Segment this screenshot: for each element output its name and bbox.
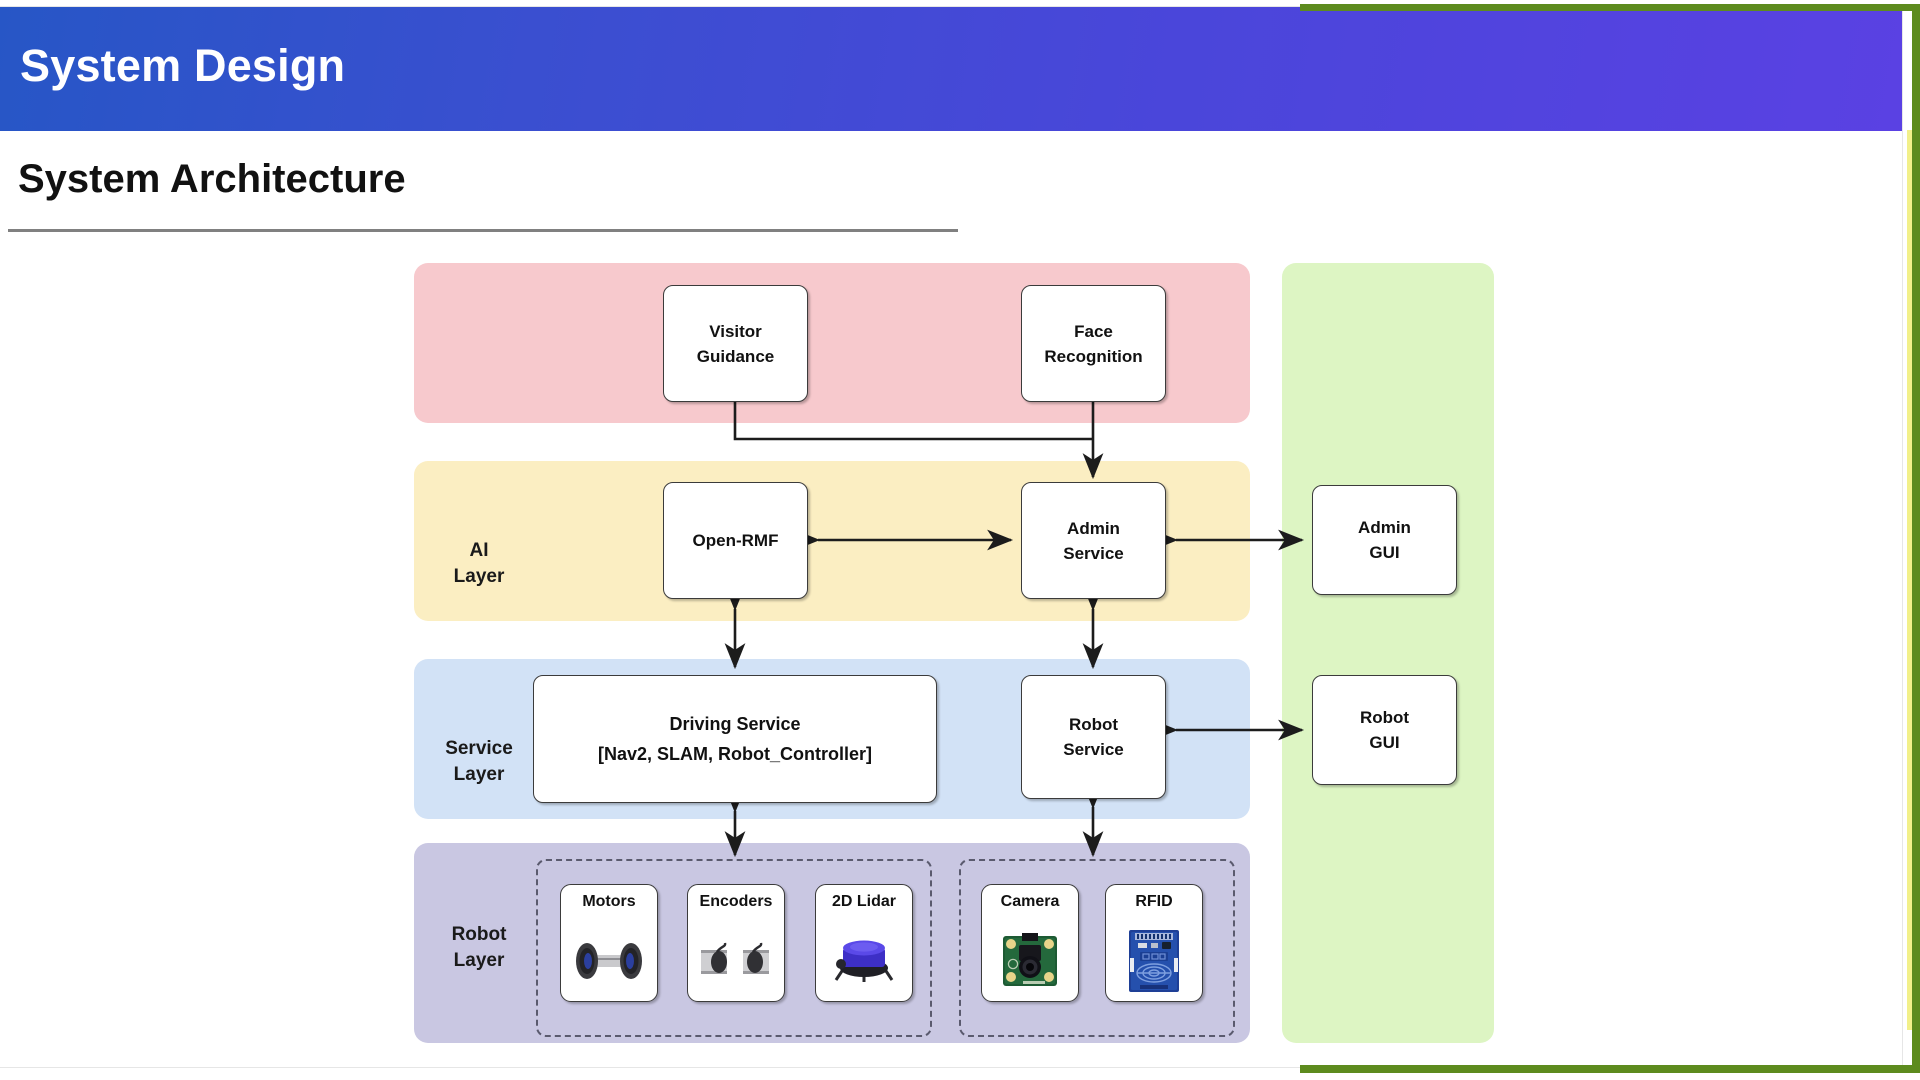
node-robot-service[interactable]: Robot Service bbox=[1021, 675, 1166, 799]
section-title: System Architecture bbox=[18, 157, 406, 201]
node-open-rmf[interactable]: Open-RMF bbox=[663, 482, 808, 599]
layer-label-service: Service Layer bbox=[445, 738, 513, 785]
io-device-motors[interactable]: Motors bbox=[560, 884, 658, 1002]
node-robot-gui[interactable]: Robot GUI bbox=[1312, 675, 1457, 785]
frame-edge-accent bbox=[1907, 130, 1912, 1030]
layer-band-ui bbox=[1282, 263, 1494, 1043]
frame-edge-top bbox=[1300, 4, 1920, 11]
io-device-label: Encoders bbox=[699, 893, 773, 910]
io-group-drive bbox=[536, 859, 932, 1037]
layer-label-robot: Robot Layer bbox=[451, 924, 507, 971]
io-device-camera[interactable]: Camera bbox=[981, 884, 1079, 1002]
node-visitor-guidance[interactable]: Visitor Guidance bbox=[663, 285, 808, 402]
section-divider bbox=[8, 229, 958, 232]
io-device-label: 2D Lidar bbox=[831, 893, 896, 910]
frame-edge-right bbox=[1912, 4, 1920, 1066]
node-face-recognition[interactable]: Face Recognition bbox=[1021, 285, 1166, 402]
io-group-sensor bbox=[959, 859, 1235, 1037]
layer-label-ai: AI Layer bbox=[453, 540, 505, 587]
node-driving-service[interactable]: Driving Service [Nav2, SLAM, Robot_Contr… bbox=[533, 675, 937, 803]
io-device-label: RFID bbox=[1135, 893, 1173, 910]
lidar-icon bbox=[816, 923, 912, 999]
node-admin-service[interactable]: Admin Service bbox=[1021, 482, 1166, 599]
architecture-diagram: AI Layer Service Layer Robot Layer I/O L… bbox=[0, 243, 1902, 1063]
node-admin-gui[interactable]: Admin GUI bbox=[1312, 485, 1457, 595]
io-device-label: Camera bbox=[1000, 893, 1060, 910]
io-device-encoders[interactable]: Encoders bbox=[687, 884, 785, 1002]
motors-icon bbox=[561, 923, 657, 999]
io-device-rfid[interactable]: RFID bbox=[1105, 884, 1203, 1002]
camera-icon bbox=[982, 923, 1078, 999]
frame-edge-bottom bbox=[1300, 1065, 1920, 1073]
page-title: System Design bbox=[20, 40, 346, 91]
slide-page: System Design System Architecture AI Lay… bbox=[0, 7, 1902, 1067]
io-device-lidar[interactable]: 2D Lidar bbox=[815, 884, 913, 1002]
io-device-label: Motors bbox=[582, 893, 636, 910]
encoders-icon bbox=[688, 923, 784, 999]
slide-header-band: System Design bbox=[0, 7, 1902, 131]
rfid-icon bbox=[1106, 923, 1202, 999]
